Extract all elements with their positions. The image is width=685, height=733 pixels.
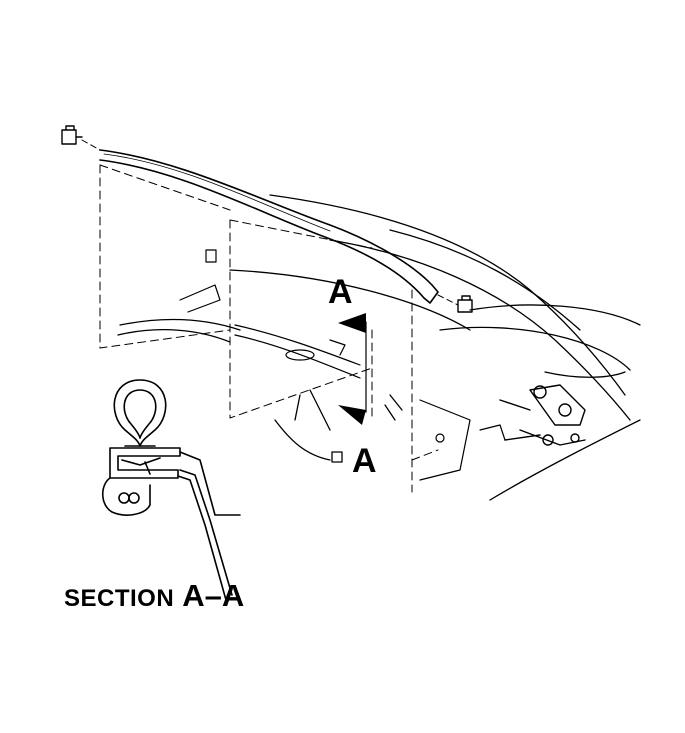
leader-line-left-clip — [81, 139, 101, 151]
callout-a-lower: A — [352, 442, 377, 480]
cowl-panel — [179, 249, 506, 481]
section-arrow-upper — [338, 313, 366, 333]
retainer-clip-left — [61, 125, 83, 145]
leader-line-right-clip — [437, 294, 459, 306]
seal-lower-lip — [101, 477, 151, 516]
panel-flange — [179, 451, 241, 516]
cutaway-plane-right — [411, 289, 439, 493]
section-arrow-lower — [338, 405, 366, 425]
hinge-assembly — [499, 384, 586, 446]
retainer-clip-right — [457, 295, 473, 313]
weatherstrip-seal — [99, 149, 439, 304]
section-id: A–A — [182, 578, 245, 613]
section-detail-view — [101, 379, 241, 601]
hood-contour-lines — [117, 194, 641, 501]
cutaway-plane-center — [229, 219, 373, 421]
washer-lines — [274, 389, 403, 463]
section-word: SECTION — [64, 585, 175, 612]
seal-channel — [109, 447, 181, 479]
section-a-a-label: SECTION A–A — [64, 578, 244, 614]
callout-a-upper: A — [328, 273, 353, 311]
cutaway-plane-left — [99, 164, 231, 349]
